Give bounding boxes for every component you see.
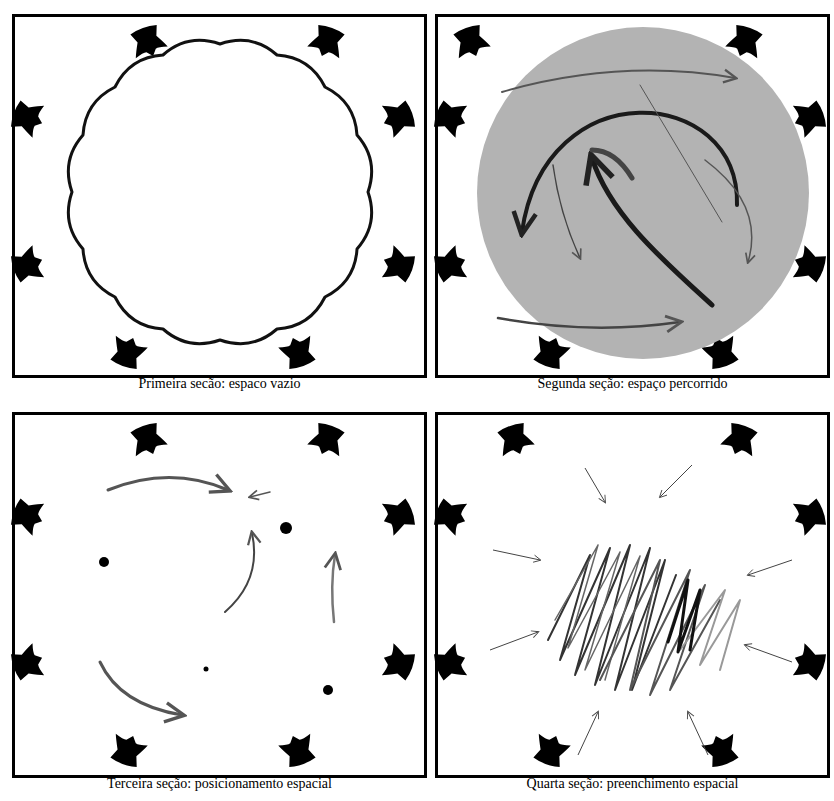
movement-stroke [640,85,722,222]
speaker-group [431,22,829,372]
speaker-symbol [494,420,536,460]
movement-arrow [502,71,735,92]
inward-arrow [493,550,540,560]
speaker-symbol [378,642,418,684]
inward-arrows [490,465,792,755]
inward-arrow [660,465,692,497]
inward-arrow [688,712,708,755]
position-dot [323,685,333,695]
speaker-symbol [107,730,149,770]
movement-arrows [498,71,752,328]
section-caption: Terceira seção: posicionamento espacial [0,776,444,792]
speaker-symbol [450,22,492,62]
movement-arrow [250,492,270,497]
movement-arrow [592,158,712,305]
section-panel: Quarta seção: preenchimento espacial [435,412,830,778]
scribble-stroke [680,590,740,670]
speaker-symbol [378,495,418,537]
section-caption: Quarta seção: preenchimento espacial [418,776,834,792]
speaker-symbol [306,420,348,460]
movement-arrow [553,165,580,258]
traversed-space-disc [477,27,809,359]
fill-scribble [548,545,740,695]
speaker-symbol [378,97,418,139]
inward-arrow [745,645,792,662]
speaker-symbol [700,730,742,770]
movement-arrow [332,555,335,622]
section-caption: Segunda seção: espaço percorrido [418,376,834,392]
section-panel: Segunda seção: espaço percorrido [435,14,830,378]
speaker-symbol [306,22,348,62]
speaker-symbol [107,332,149,372]
speaker-symbol [127,420,169,460]
scribble-stroke [600,560,720,695]
position-dots [99,522,333,695]
inward-arrow [578,712,598,755]
speaker-group [431,420,829,770]
speaker-group [8,420,418,770]
movement-arrow [225,533,254,612]
section-panel: Terceira seção: posicionamento espacial [12,412,427,778]
speaker-symbol [789,495,829,537]
movement-stroke [592,150,632,178]
inward-arrow [490,632,538,650]
movement-arrow [100,662,182,715]
inward-arrow [585,468,605,502]
inward-arrow [748,560,792,575]
speaker-symbol [378,244,418,286]
speaker-symbol [530,730,572,770]
position-arrows [100,478,335,716]
speaker-symbol [277,730,319,770]
movement-arrow [498,318,680,328]
section-panel: Primeira secão: espaco vazio [12,14,427,378]
position-dot [280,522,292,534]
speaker-symbol [277,332,319,372]
speaker-symbol [719,420,761,460]
speaker-group [8,22,418,372]
empty-space-outline [68,40,371,343]
movement-arrow [705,160,752,262]
section-caption: Primeira secão: espaco vazio [0,376,444,392]
position-dot [99,557,109,567]
speaker-symbol [789,642,829,684]
movement-arrow [108,478,228,491]
position-dot [204,667,209,672]
scribble-stroke [555,545,640,680]
scribble-stroke [668,580,700,652]
